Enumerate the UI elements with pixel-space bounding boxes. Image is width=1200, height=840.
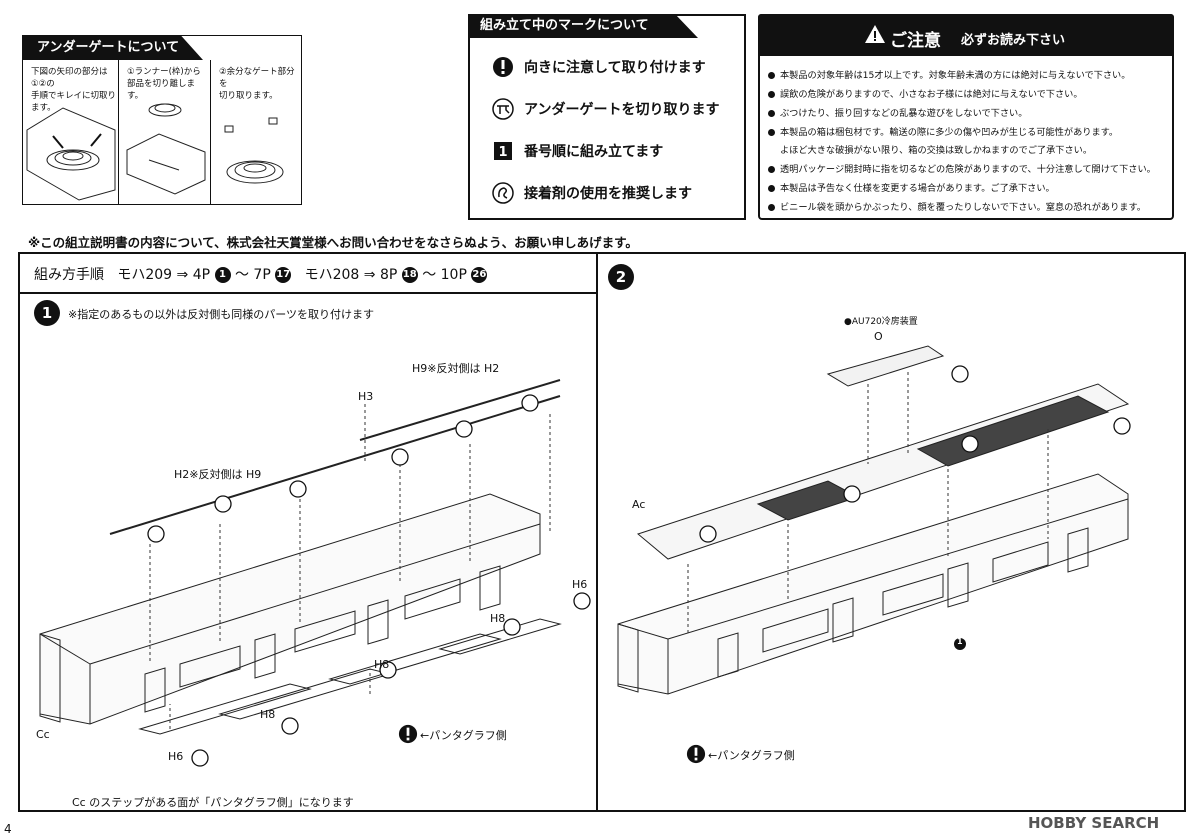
step-1-panel: 組み方手順 モハ209 ⇒ 4P 1 〜 7P 17 モハ208 ⇒ 8P 18… <box>18 252 598 812</box>
label-h2: H2※反対側は H9 <box>174 468 262 481</box>
mark-label-gate: アンダーゲートを切り取ります <box>524 102 720 118</box>
label-h3: H3 <box>358 390 374 403</box>
caution-title: ご注意 <box>890 31 941 51</box>
undergate-caption-2: ①ランナー(枠)から部品を切り離します。 <box>127 67 201 101</box>
page-number: 4 <box>4 822 12 836</box>
caution-item: ビニール袋を頭からかぶったり、顔を覆ったりしないで下さい。窒息の恐れがあります。 <box>768 202 1146 214</box>
label-h8: H8 <box>260 708 276 721</box>
mark-row-caution: 向きに注意して取り付けます <box>492 56 706 78</box>
undergate-illustration-3 <box>224 117 284 184</box>
marks-box: 組み立て中のマークについて 向きに注意して取り付けます アンダーゲートを切り取り… <box>468 14 746 220</box>
caution-item: 本製品の箱は梱包材です。輸送の際に多少の傷や凹みが生じる可能性があります。 <box>768 127 1118 139</box>
sequence-badge: 18 <box>401 267 418 283</box>
gate-cut-icon <box>492 98 514 120</box>
step-1-footnote: Cc のステップがある面が「パンタグラフ側」になります <box>72 796 354 809</box>
caution-item: 本製品は予告なく仕様を変更する場合があります。ご了承下さい。 <box>768 183 1055 195</box>
step-2-ref-label: 1 <box>957 637 963 646</box>
step-1-ref-marker <box>954 638 966 650</box>
svg-text:1: 1 <box>498 145 507 160</box>
undergate-panel-2: ①ランナー(枠)から部品を切り離します。 <box>119 60 211 204</box>
exclamation-icon <box>686 744 706 764</box>
label-h8: H8 <box>374 658 390 671</box>
caution-item-continued: よほど大きな破損がない限り、箱の交換は致しかねますのでご了承下さい。 <box>780 145 1093 156</box>
step-2-panel: 2 ●AU720冷房装置 O Ac <box>596 252 1186 812</box>
pantograph-side-label: ←パンタグラフ側 <box>708 749 795 762</box>
label-h8: H8 <box>490 612 506 625</box>
undergate-illustration-2 <box>126 103 206 195</box>
caution-item: 誤飲の危険がありますので、小さなお子様には絶対に与えないで下さい。 <box>768 89 1083 101</box>
undergate-box: アンダーゲートについて 下図の矢印の部分は①②の手順でキレイに切取ります。 ①ラ… <box>22 35 302 205</box>
number-1-icon: 1 <box>494 142 512 160</box>
label-h9: H9※反対側は H2 <box>412 362 500 375</box>
marks-title: 組み立て中のマークについて <box>468 14 698 38</box>
step-1-note: ※指定のあるもの以外は反対側も同様のパーツを取り付けます <box>68 308 374 321</box>
undergate-caption-1: 下図の矢印の部分は①②の手順でキレイに切取ります。 <box>31 67 117 113</box>
caution-subtitle: 必ずお読み下さい <box>961 33 1066 48</box>
step-1-diagram <box>39 379 591 767</box>
label-cc: Cc <box>36 728 50 741</box>
glue-icon <box>492 182 514 204</box>
pantograph-side-label: ←パンタグラフ側 <box>420 729 507 742</box>
undergate-panel-3: ②余分なゲート部分を切り取ります。 <box>211 60 301 204</box>
sequence-badge: 17 <box>275 267 292 283</box>
label-ac: Ac <box>632 498 646 511</box>
mark-row-glue: 接着剤の使用を推奨します <box>492 182 692 204</box>
sequence-badge: 1 <box>214 267 231 283</box>
caution-item: 本製品の対象年齢は15才以上です。対象年齢未満の方には絶対に与えないで下さい。 <box>768 70 1130 82</box>
step-number-1: 1 <box>34 300 60 326</box>
warning-icon <box>865 25 885 43</box>
label-o: O <box>874 330 883 343</box>
caution-box: ご注意 必ずお読み下さい 本製品の対象年齢は15才以上です。対象年齢未満の方には… <box>758 14 1174 220</box>
contact-note: ※この組立説明書の内容について、株式会社天賞堂様へお問い合わせをなさらぬよう、お… <box>28 235 638 250</box>
label-h6: H6 <box>168 750 184 763</box>
caution-item: 透明パッケージ開封時に指を切るなどの危険がありますので、十分注意して開けて下さい… <box>768 164 1156 176</box>
exclamation-icon <box>493 57 513 77</box>
mark-label-glue: 接着剤の使用を推奨します <box>524 186 692 202</box>
undergate-title: アンダーゲートについて <box>23 36 203 60</box>
au720-label: ●AU720冷房装置 <box>844 317 918 327</box>
mark-label-order: 番号順に組み立てます <box>524 144 664 160</box>
sequence-bar: 組み方手順 モハ209 ⇒ 4P 1 〜 7P 17 モハ208 ⇒ 8P 18… <box>20 254 598 294</box>
caution-item: ぶつけたり、振り回すなどの乱暴な遊びをしないで下さい。 <box>768 108 1027 120</box>
sequence-badge: 26 <box>471 267 488 283</box>
watermark: HOBBY SEARCH <box>1028 814 1160 832</box>
caution-header: ご注意 必ずお読み下さい <box>758 14 1174 56</box>
mark-row-order: 1 番号順に組み立てます <box>492 140 663 162</box>
mark-row-gate: アンダーゲートを切り取ります <box>492 98 719 120</box>
mark-label-caution: 向きに注意して取り付けます <box>524 60 706 76</box>
exclamation-icon <box>398 724 418 744</box>
sequence-text: 組み方手順 モハ209 ⇒ 4P 1 〜 7P 17 モハ208 ⇒ 8P 18… <box>34 267 488 283</box>
undergate-illustration-1 <box>26 107 116 201</box>
step-2-diagram <box>617 345 1131 695</box>
step-number-2: 2 <box>608 264 634 290</box>
undergate-panel-1: 下図の矢印の部分は①②の手順でキレイに切取ります。 <box>23 60 119 204</box>
undergate-caption-3: ②余分なゲート部分を切り取ります。 <box>219 67 295 101</box>
label-h6: H6 <box>572 578 588 591</box>
